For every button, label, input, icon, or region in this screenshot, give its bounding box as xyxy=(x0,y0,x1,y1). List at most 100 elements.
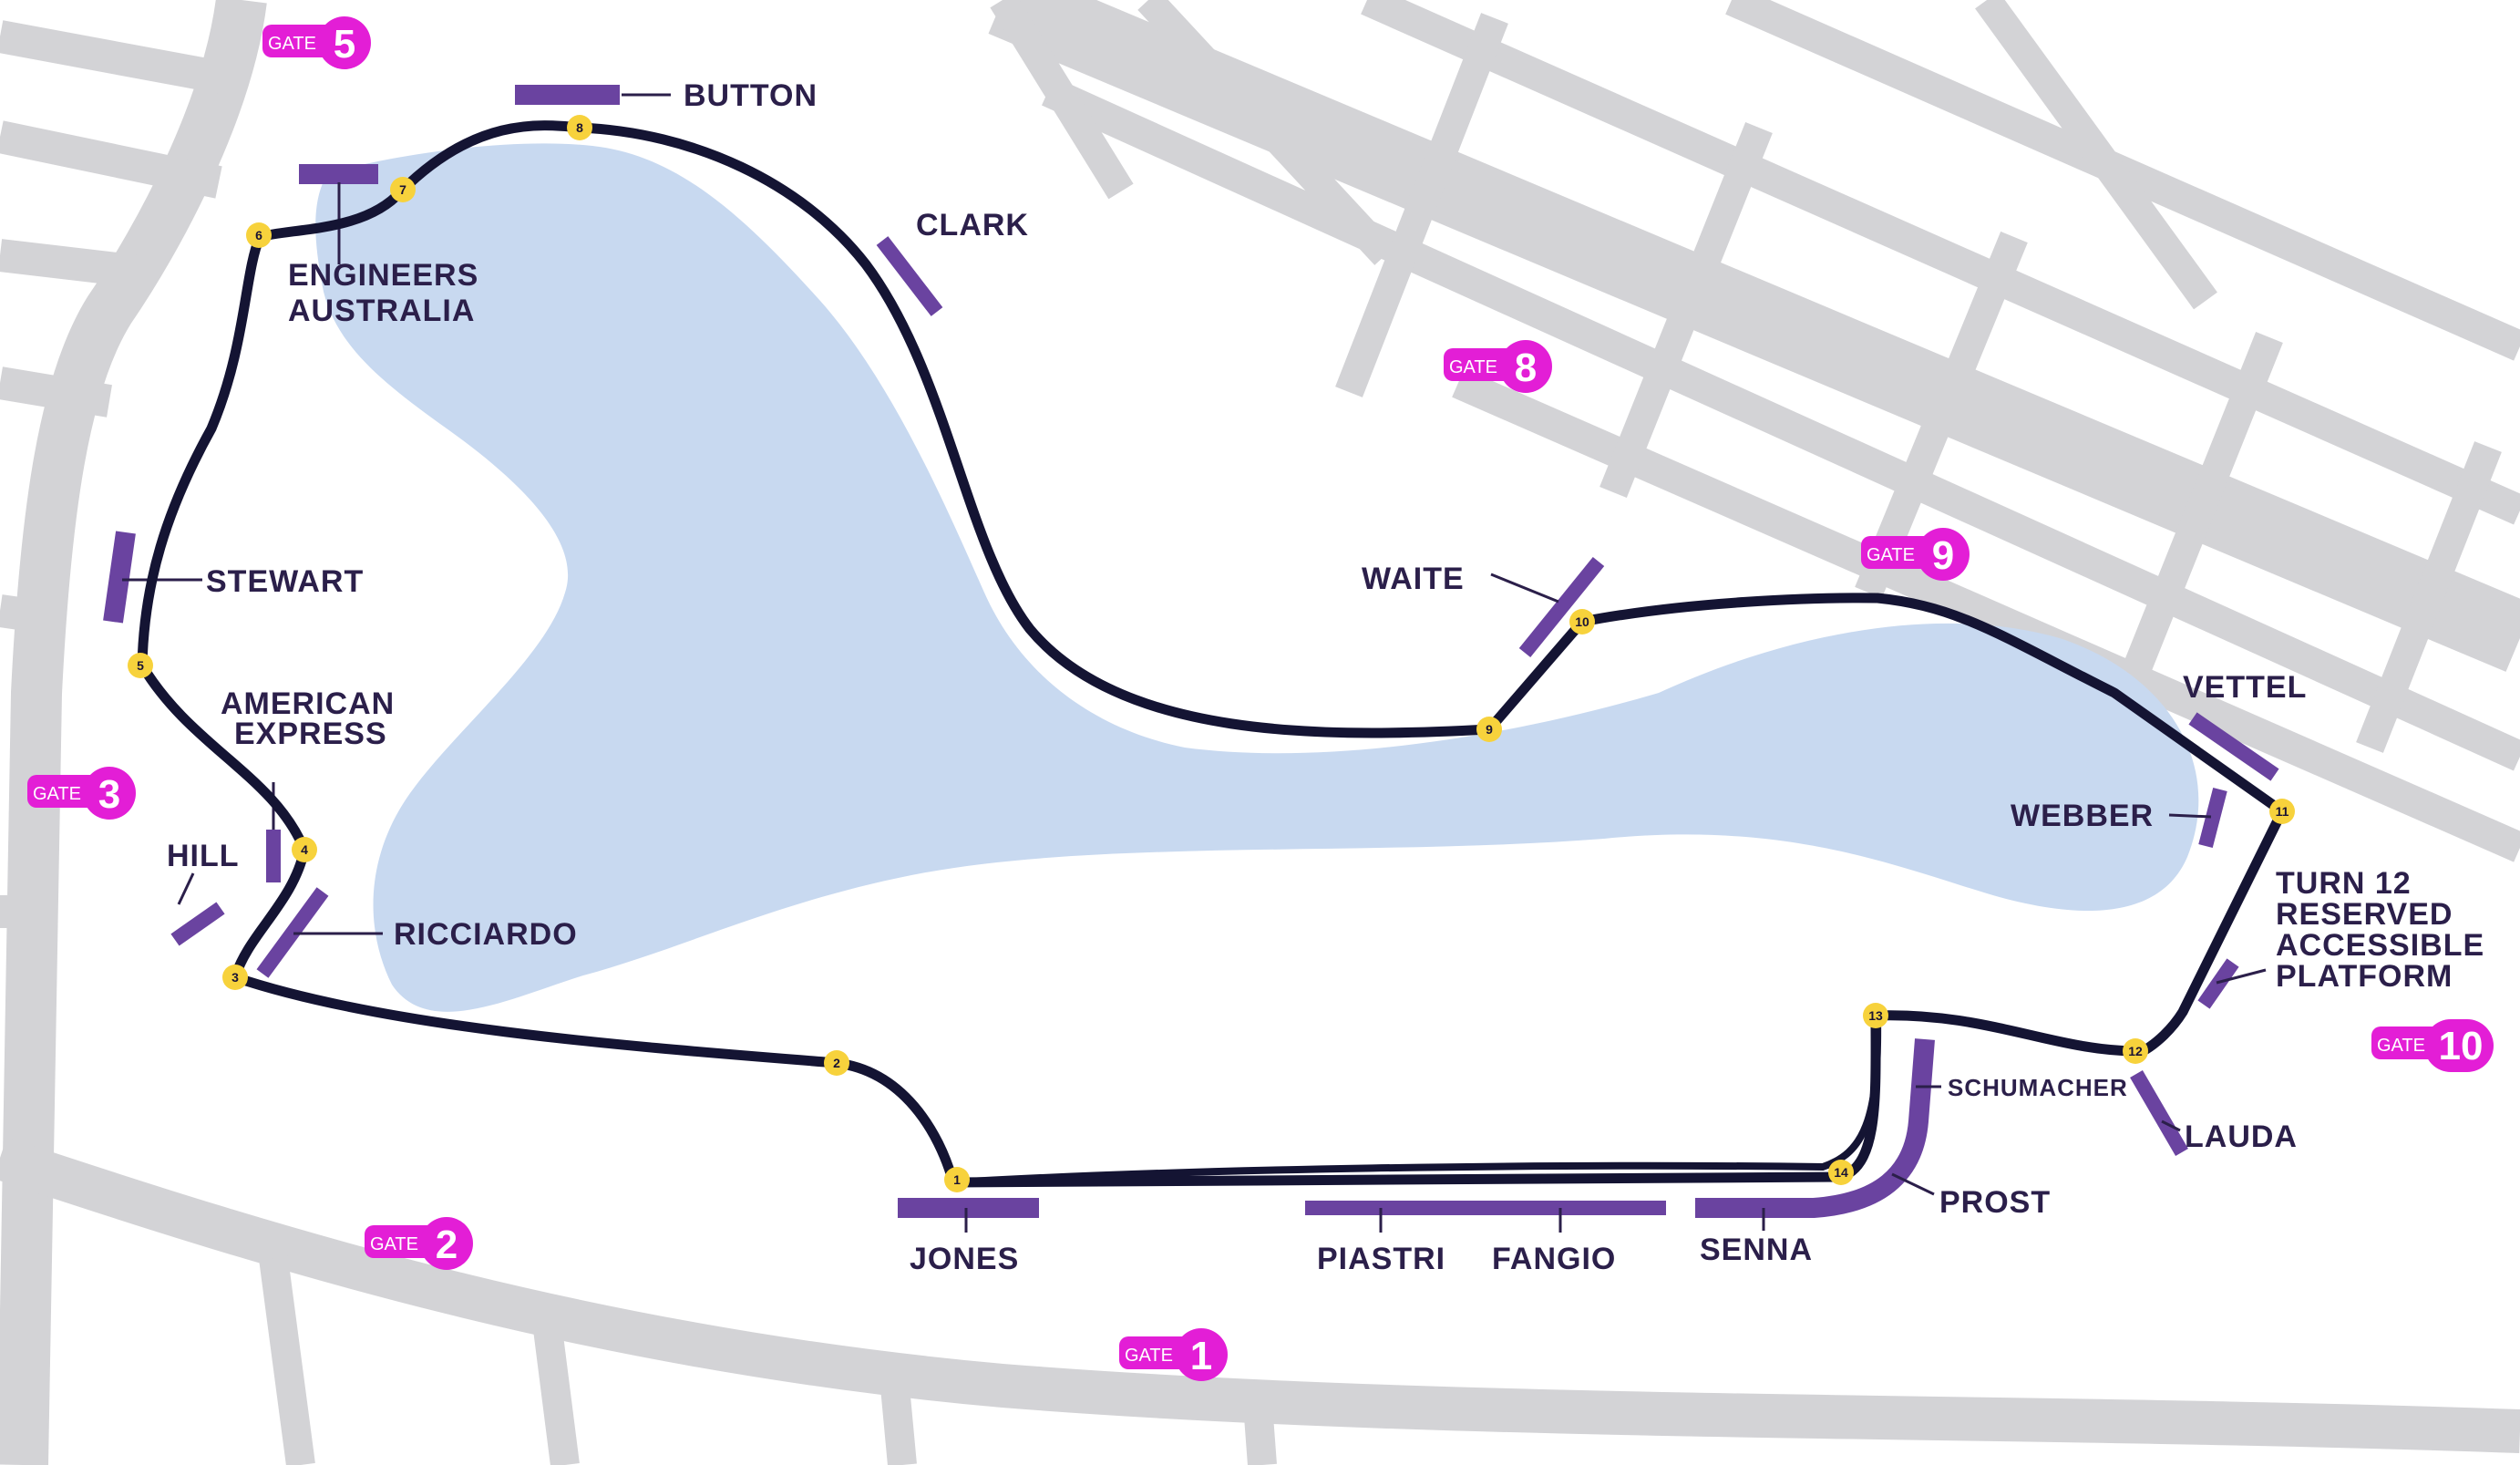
turn-12-marker: 12 xyxy=(2123,1038,2148,1064)
svg-text:GATE: GATE xyxy=(2377,1036,2425,1056)
clark-grandstand-bar xyxy=(876,236,943,316)
prost-label: PROST xyxy=(1939,1185,2051,1220)
svg-text:GATE: GATE xyxy=(268,34,316,54)
fangio-label: FANGIO xyxy=(1492,1242,1616,1276)
svg-text:GATE: GATE xyxy=(370,1234,418,1254)
button-label: BUTTON xyxy=(684,78,818,113)
albert-park-lake xyxy=(315,143,2199,1012)
turn-markers: 1 2 3 4 5 6 7 8 9 10 11 12 13 14 xyxy=(128,115,2295,1192)
vettel-grandstand-bar xyxy=(2188,712,2279,781)
road-top-left-1 xyxy=(0,20,250,98)
gate-2-badge[interactable]: GATE 2 xyxy=(365,1217,473,1270)
gate-5-badge[interactable]: GATE 5 xyxy=(262,16,371,69)
webber-label: WEBBER xyxy=(2011,799,2154,833)
turn-8-marker: 8 xyxy=(567,115,592,140)
svg-text:7: 7 xyxy=(399,182,406,197)
turn-6-marker: 6 xyxy=(246,222,272,248)
svg-text:1: 1 xyxy=(953,1172,961,1187)
gate-9-badge[interactable]: GATE 9 xyxy=(1861,528,1970,581)
turn12-label-line2: RESERVED xyxy=(2276,897,2453,932)
gate-8-badge[interactable]: GATE 8 xyxy=(1444,340,1552,393)
senna-prost-grandstand-bar xyxy=(1695,1038,1935,1218)
road-bottom-spur-4 xyxy=(1243,1402,1277,1465)
road-left-curve xyxy=(0,0,267,1465)
road-diagonal-lower xyxy=(1041,77,2520,771)
turn-13-marker: 13 xyxy=(1863,1003,1888,1028)
svg-text:5: 5 xyxy=(137,658,144,673)
svg-text:1: 1 xyxy=(1190,1334,1212,1378)
waite-label: WAITE xyxy=(1362,562,1465,596)
road-cross-top-1 xyxy=(990,0,1134,200)
turn-9-marker: 9 xyxy=(1476,717,1502,742)
road-cross-3 xyxy=(1855,231,2028,599)
svg-text:6: 6 xyxy=(255,228,262,242)
senna-label: SENNA xyxy=(1700,1233,1813,1267)
piastri-label: PIASTRI xyxy=(1317,1242,1445,1276)
waite-leader xyxy=(1490,573,1559,604)
svg-text:14: 14 xyxy=(1834,1165,1848,1180)
amex-label-line2: EXPRESS xyxy=(234,717,387,751)
turn12-label-line3: ACCESSIBLE xyxy=(2276,928,2484,963)
turn-14-marker: 14 xyxy=(1828,1160,1854,1185)
road-cross-2 xyxy=(1599,122,1773,498)
turn-4-marker: 4 xyxy=(292,837,317,862)
svg-text:5: 5 xyxy=(334,22,355,67)
road-bottom-spur-1 xyxy=(259,1255,315,1465)
gate-1-badge[interactable]: GATE 1 xyxy=(1119,1328,1228,1381)
stewart-label: STEWART xyxy=(206,564,364,599)
svg-text:2: 2 xyxy=(436,1223,458,1267)
engineers-label-line1: ENGINEERS xyxy=(288,258,478,293)
gate-badges[interactable]: GATE 5 GATE 3 GATE 2 GATE 1 GATE 8 xyxy=(27,16,2494,1381)
svg-text:GATE: GATE xyxy=(1867,545,1915,565)
road-diagonal-top xyxy=(1361,0,2520,525)
svg-text:4: 4 xyxy=(301,842,308,857)
amex-label-line1: AMERICAN xyxy=(221,686,395,721)
svg-text:12: 12 xyxy=(2128,1044,2143,1058)
ricciardo-grandstand-bar xyxy=(256,887,329,978)
prost-leader xyxy=(1891,1172,1935,1196)
lauda-leader xyxy=(2161,1119,2181,1132)
road-bottom-spur-3 xyxy=(879,1366,917,1465)
turn-2-marker: 2 xyxy=(824,1050,849,1076)
svg-text:GATE: GATE xyxy=(33,784,81,804)
turn12-label-line1: TURN 12 xyxy=(2276,866,2412,901)
road-cross-top-3 xyxy=(1975,0,2217,310)
svg-text:3: 3 xyxy=(231,970,239,985)
circuit-track xyxy=(137,120,2288,1188)
turn12-leader xyxy=(2216,968,2267,985)
road-left-2 xyxy=(0,594,67,636)
turn-3-marker: 3 xyxy=(222,965,248,990)
jones-label: JONES xyxy=(910,1242,1019,1276)
svg-text:8: 8 xyxy=(576,120,583,135)
svg-text:8: 8 xyxy=(1515,346,1537,390)
road-bottom-spur-2 xyxy=(532,1319,580,1465)
ricciardo-label: RICCIARDO xyxy=(394,917,578,952)
svg-text:GATE: GATE xyxy=(1449,357,1497,377)
road-top-left-2 xyxy=(0,120,222,199)
grandstand-bars xyxy=(103,85,2279,1218)
road-left-1 xyxy=(0,366,112,418)
turn12-label-line4: PLATFORM xyxy=(2276,959,2453,994)
lauda-grandstand-bar xyxy=(2130,1069,2188,1157)
waite-grandstand-bar xyxy=(1518,556,1605,658)
svg-text:3: 3 xyxy=(98,772,120,817)
road-cross-1 xyxy=(1335,13,1508,397)
leader-lines xyxy=(122,93,2267,1233)
svg-text:10: 10 xyxy=(2439,1024,2484,1068)
stewart-grandstand-bar xyxy=(103,531,136,624)
gate-3-badge[interactable]: GATE 3 xyxy=(27,767,136,820)
pit-lane xyxy=(952,1015,1882,1186)
engineers-label-line2: AUSTRALIA xyxy=(288,294,475,328)
gate-10-badge[interactable]: GATE 10 xyxy=(2371,1019,2494,1072)
vettel-label: VETTEL xyxy=(2183,670,2307,705)
webber-grandstand-bar xyxy=(2198,788,2227,848)
webber-leader xyxy=(2168,813,2212,819)
svg-text:9: 9 xyxy=(1486,722,1493,737)
svg-text:13: 13 xyxy=(1868,1008,1883,1023)
svg-text:10: 10 xyxy=(1575,614,1589,629)
schumacher-label: SCHUMACHER xyxy=(1948,1074,2128,1101)
hill-leader xyxy=(177,872,195,905)
road-top-left-3 xyxy=(0,239,158,290)
